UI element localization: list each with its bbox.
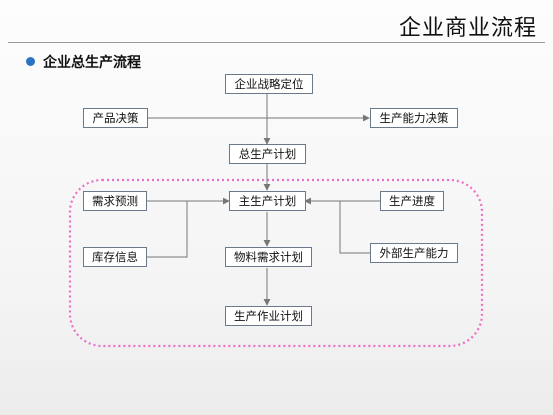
- title-divider: [8, 42, 545, 43]
- node-mrp: 物料需求计划: [225, 247, 312, 267]
- edge-external-main: [339, 201, 370, 254]
- node-capacity-decision: 生产能力决策: [370, 108, 458, 128]
- node-demand-forecast: 需求预测: [83, 191, 147, 211]
- node-progress: 生产进度: [380, 191, 444, 211]
- node-main-schedule: 主生产计划: [229, 191, 306, 211]
- node-strategy: 企业战略定位: [225, 74, 313, 94]
- node-product-decision: 产品决策: [83, 108, 148, 128]
- node-external-capacity: 外部生产能力: [370, 243, 458, 263]
- bullet-icon: [26, 57, 35, 66]
- node-master-plan: 总生产计划: [229, 144, 306, 164]
- slide-title: 企业商业流程: [398, 16, 537, 41]
- slide-subtitle: 企业总生产流程: [43, 55, 141, 71]
- node-inventory: 库存信息: [83, 247, 147, 267]
- node-operation-plan: 生产作业计划: [225, 306, 312, 326]
- edge-inventory-main: [145, 201, 188, 258]
